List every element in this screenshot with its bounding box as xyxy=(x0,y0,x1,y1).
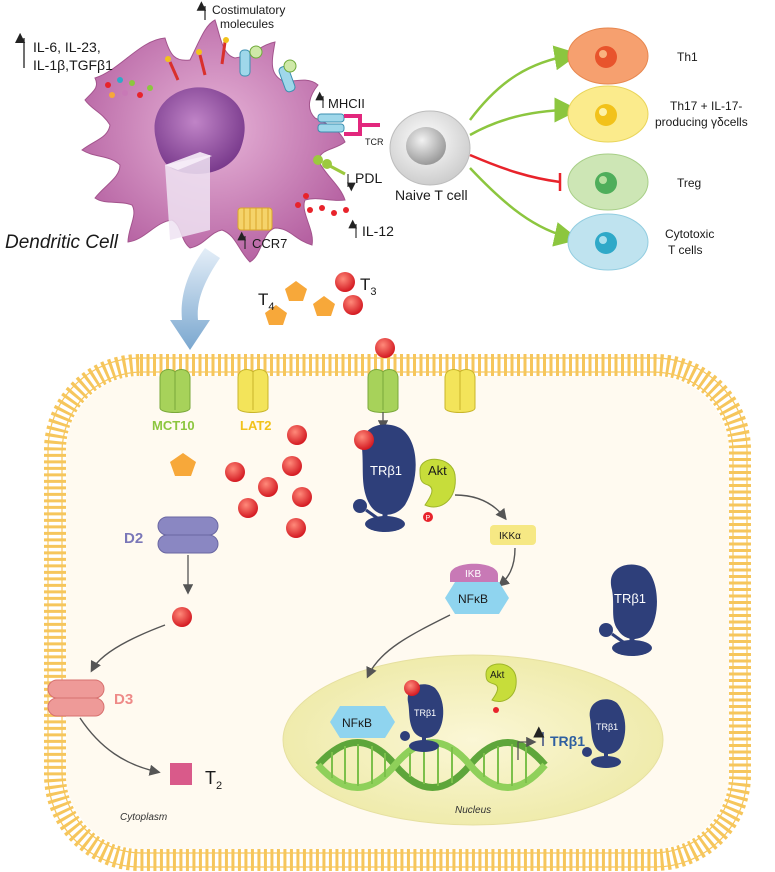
th17-label-1: Th17 + IL-17- xyxy=(670,99,742,113)
trb1-complex: TRβ1 xyxy=(353,424,416,532)
th17-cell: Th17 + IL-17- producing γδcells xyxy=(567,85,748,143)
treg-cell: Treg xyxy=(567,153,701,211)
mct10-label: MCT10 xyxy=(152,418,195,433)
nucleus-label: Nucleus xyxy=(455,805,491,816)
cytokines-label-2: IL-1β,TGFβ1 xyxy=(33,57,113,73)
akt-nuclear-label: Akt xyxy=(490,670,505,681)
th1-cell: Th1 xyxy=(567,27,698,85)
trb1-nuclear-free: TRβ1 xyxy=(582,699,626,768)
ikka-label: IKKα xyxy=(499,531,521,542)
transcription-arrow xyxy=(517,736,537,760)
t3-molecules xyxy=(335,272,395,358)
pdl-label: PDL xyxy=(355,170,382,186)
costimulatory-receptors xyxy=(165,37,380,176)
treg-label: Treg xyxy=(677,176,701,190)
costimulatory-label-2: molecules xyxy=(220,17,274,31)
receptor-transporter-green xyxy=(367,369,399,413)
trb1-dna-label: TRβ1 xyxy=(414,708,436,718)
nfkb-label: NFκB xyxy=(458,592,488,606)
cytotoxic-label-2: T cells xyxy=(668,243,702,257)
d3-label: D3 xyxy=(114,691,133,708)
trb1-gene-label: TRβ1 xyxy=(550,733,585,749)
trb1-dna-bound: TRβ1 xyxy=(400,680,444,752)
cytotoxic-cell: Cytotoxic T cells xyxy=(567,213,714,271)
t3-cluster xyxy=(225,425,312,538)
d3-enzyme: D3 xyxy=(47,679,133,717)
ikb-label: IKB xyxy=(465,569,481,580)
cytoplasm-label: Cytoplasm xyxy=(120,812,167,823)
dendritic-cell xyxy=(81,19,346,263)
nfkb-dna-bound: NFκB xyxy=(330,706,395,738)
d2-enzyme: D2 xyxy=(124,516,219,554)
d2-label: D2 xyxy=(124,530,143,547)
t2-label: T2 xyxy=(205,768,222,792)
cytokine-dots xyxy=(105,77,349,216)
akt-nuclear: Akt xyxy=(485,663,517,713)
mct10-transporter: MCT10 xyxy=(152,369,195,433)
phospho-label: P xyxy=(426,515,431,522)
ccr7-receptor xyxy=(237,207,273,231)
ikka-protein: IKKα xyxy=(490,525,536,545)
akt-protein: Akt P xyxy=(419,458,456,522)
costimulatory-label: Costimulatory xyxy=(212,3,285,17)
dc-labels: Dendritic Cell Costimulatory molecules I… xyxy=(5,1,394,253)
ccr7-label: CCR7 xyxy=(252,236,287,251)
cytotoxic-label-1: Cytotoxic xyxy=(665,227,714,241)
t4-inside xyxy=(170,453,196,476)
migration-arrow xyxy=(170,248,220,350)
lat2-transporter: LAT2 xyxy=(237,369,272,433)
dc-label: Dendritic Cell xyxy=(5,232,119,253)
t4-molecules xyxy=(265,281,335,325)
naive-t-cell-label: Naive T cell xyxy=(395,187,468,203)
nfkb-dna-label: NFκB xyxy=(342,716,372,730)
th1-label: Th1 xyxy=(677,50,698,64)
t2-molecule xyxy=(170,763,192,785)
il12-label: IL-12 xyxy=(362,223,394,239)
cytokines-label-1: IL-6, IL-23, xyxy=(33,39,101,55)
trb1-label: TRβ1 xyxy=(370,463,402,478)
trb1-nuclear-label: TRβ1 xyxy=(596,722,618,732)
mhcii-label: MHCII xyxy=(328,96,365,111)
akt-label: Akt xyxy=(428,463,447,478)
lat2-label: LAT2 xyxy=(240,418,272,433)
th17-label-2: producing γδcells xyxy=(655,115,748,129)
trb1-free-label: TRβ1 xyxy=(614,591,646,606)
t4-label: T4 xyxy=(258,290,275,313)
differentiation-arrows xyxy=(469,45,580,247)
t3-label: T3 xyxy=(360,275,377,298)
t3-produced xyxy=(172,607,192,627)
tcr-label: TCR xyxy=(365,137,384,147)
yellow-transporter xyxy=(444,369,476,413)
trb1-free: TRβ1 xyxy=(599,564,657,656)
ikb-nfkb-complex: IKB NFκB xyxy=(445,563,509,614)
naive-t-cell: Naive T cell xyxy=(389,110,471,203)
